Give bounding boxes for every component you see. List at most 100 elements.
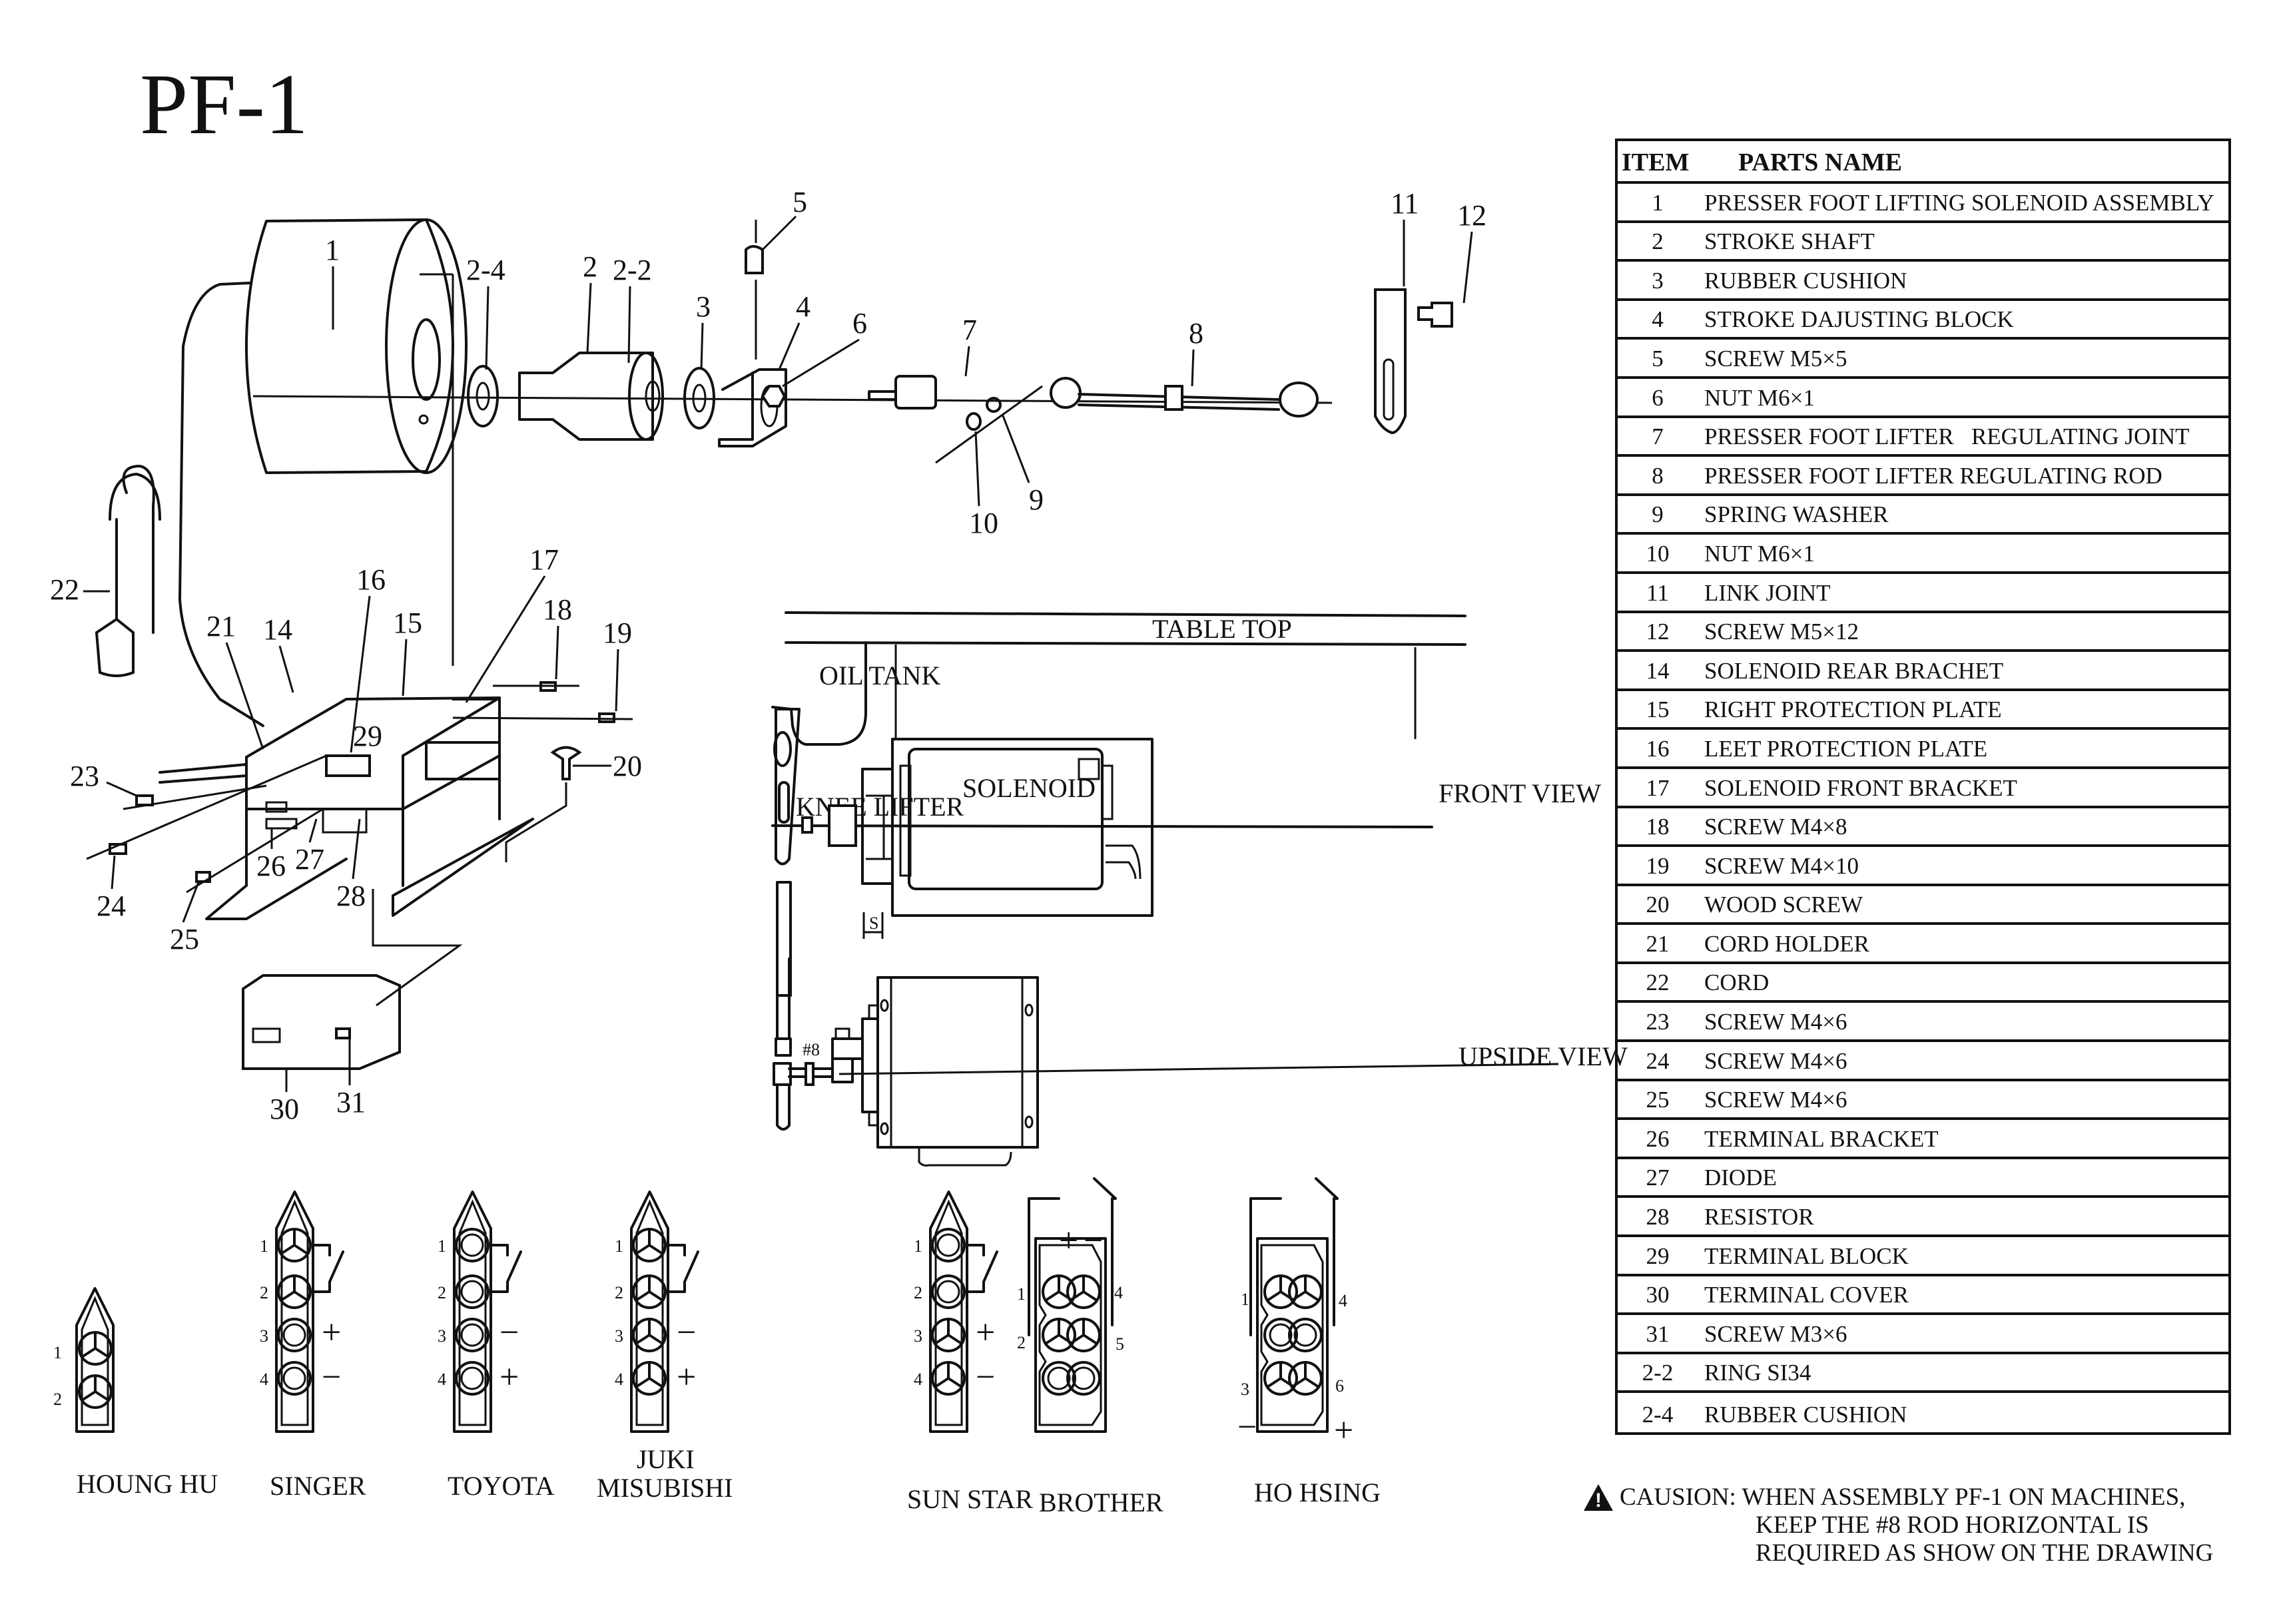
part-name: PRESSER FOOT LIFTER REGULATING JOINT — [1704, 423, 2190, 450]
part-name: RUBBER CUSHION — [1704, 1402, 1907, 1428]
pin-ring-icon — [1042, 1361, 1076, 1396]
pin-label: 6 — [1335, 1376, 1344, 1396]
pin-label: 2 — [438, 1283, 446, 1302]
callout-1: 1 — [325, 234, 340, 266]
part-11-link-joint — [1374, 288, 1407, 435]
polarity-label: + — [322, 1314, 341, 1352]
pin-label: 1 — [914, 1236, 922, 1256]
callout-17: 17 — [529, 543, 559, 576]
pin-ring-icon — [1288, 1318, 1323, 1352]
header-parts-name: PARTS NAME — [1738, 148, 1903, 176]
part-name: SCREW M4×6 — [1704, 1087, 1847, 1113]
part-item-number: 7 — [1652, 423, 1664, 450]
pin-label: 3 — [914, 1326, 922, 1346]
label-front-view: FRONT VIEW — [1439, 778, 1601, 808]
part-item-number: 2-2 — [1642, 1360, 1674, 1386]
part-item-number: 10 — [1646, 540, 1670, 567]
callout-31: 31 — [336, 1086, 366, 1119]
part-5-screw — [745, 245, 764, 274]
callout-4: 4 — [796, 290, 811, 323]
callout-10: 10 — [969, 507, 998, 539]
upside-view: #8 UPSIDE VIEW — [773, 957, 1628, 1167]
part-2-stroke-shaft — [518, 352, 664, 441]
part-name: STROKE SHAFT — [1704, 228, 1875, 255]
part-item-number: 28 — [1646, 1204, 1670, 1230]
part-20-wood-screw — [550, 746, 582, 780]
caution-line-1: CAUSION: WHEN ASSEMBLY PF-1 ON MACHINES, — [1620, 1484, 2186, 1511]
part-item-number: 29 — [1646, 1242, 1670, 1269]
callout-25: 25 — [170, 923, 199, 955]
part-item-number: 31 — [1646, 1320, 1670, 1347]
part-name: SCREW M5×12 — [1704, 619, 1859, 645]
brand-label: HOUNG HU — [77, 1469, 218, 1499]
pin-label: 5 — [1116, 1334, 1124, 1354]
callout-19: 19 — [603, 617, 632, 649]
callout-11: 11 — [1391, 187, 1419, 220]
callout-24: 24 — [97, 890, 126, 922]
pin-label: 1 — [438, 1236, 446, 1256]
exploded-view-top — [95, 218, 1453, 727]
part-item-number: 11 — [1646, 579, 1669, 606]
pin-label: 3 — [615, 1326, 623, 1346]
part-1-solenoid-assembly — [245, 218, 468, 474]
polarity-label: − — [1237, 1408, 1257, 1446]
part-22-cord — [178, 282, 264, 727]
pin-label: 4 — [914, 1370, 922, 1389]
pin-ring-icon — [1263, 1318, 1298, 1352]
callout-30: 30 — [270, 1093, 299, 1125]
pin-label: 1 — [1241, 1290, 1249, 1309]
part-item-number: 18 — [1646, 814, 1670, 840]
part-name: PRESSER FOOT LIFTING SOLENOID ASSEMBLY — [1704, 189, 2214, 216]
pin-label: 1 — [53, 1343, 62, 1362]
part-name: RUBBER CUSHION — [1704, 267, 1907, 294]
part-item-number: 22 — [1646, 969, 1670, 996]
part-item-number: 2-4 — [1642, 1402, 1674, 1428]
part-19-screw — [598, 712, 615, 723]
part-name: SOLENOID REAR BRACHET — [1704, 657, 2004, 684]
pin-label: 1 — [615, 1236, 623, 1256]
part-name: WOOD SCREW — [1704, 892, 1863, 918]
part-name: CORD — [1704, 969, 1770, 996]
callout-23: 23 — [70, 760, 99, 792]
label-stroke-s: S — [869, 914, 878, 933]
pin-label: 4 — [260, 1370, 268, 1389]
part-name: SOLENOID FRONT BRACKET — [1704, 774, 2017, 801]
parts-table-row: 2-4 RUBBER CUSHION — [1618, 1393, 2228, 1432]
part-item-number: 15 — [1646, 696, 1670, 723]
part-30-terminal-cover — [242, 974, 401, 1070]
part-item-number: 30 — [1646, 1282, 1670, 1308]
part-23-screw — [135, 794, 154, 806]
part-name: STROKE DAJUSTING BLOCK — [1704, 306, 2014, 333]
callout-16: 16 — [356, 563, 386, 596]
part-10-nut — [966, 412, 982, 431]
polarity-label: + — [677, 1358, 696, 1396]
polarity-label: + — [499, 1358, 519, 1396]
part-3-rubber-cushion — [683, 367, 715, 429]
brand-label: HO HSING — [1254, 1478, 1381, 1507]
pin-label: 1 — [260, 1236, 268, 1256]
part-8-regulating-rod — [1050, 377, 1319, 417]
pin-ring-icon — [455, 1318, 489, 1352]
part-item-number: 6 — [1652, 384, 1664, 411]
pin-label: 4 — [1339, 1291, 1347, 1310]
part-4-stroke-adjusting-block — [718, 368, 787, 447]
polarity-label: + — [976, 1314, 995, 1352]
callout-2: 2 — [583, 250, 597, 283]
part-item-number: 17 — [1646, 774, 1670, 801]
caution-line-3: REQUIRED AS SHOW ON THE DRAWING — [1756, 1539, 2214, 1567]
polarity-label: − — [1084, 1222, 1103, 1260]
part-item-number: 16 — [1646, 735, 1670, 762]
brand-label: BROTHER — [1039, 1488, 1163, 1517]
